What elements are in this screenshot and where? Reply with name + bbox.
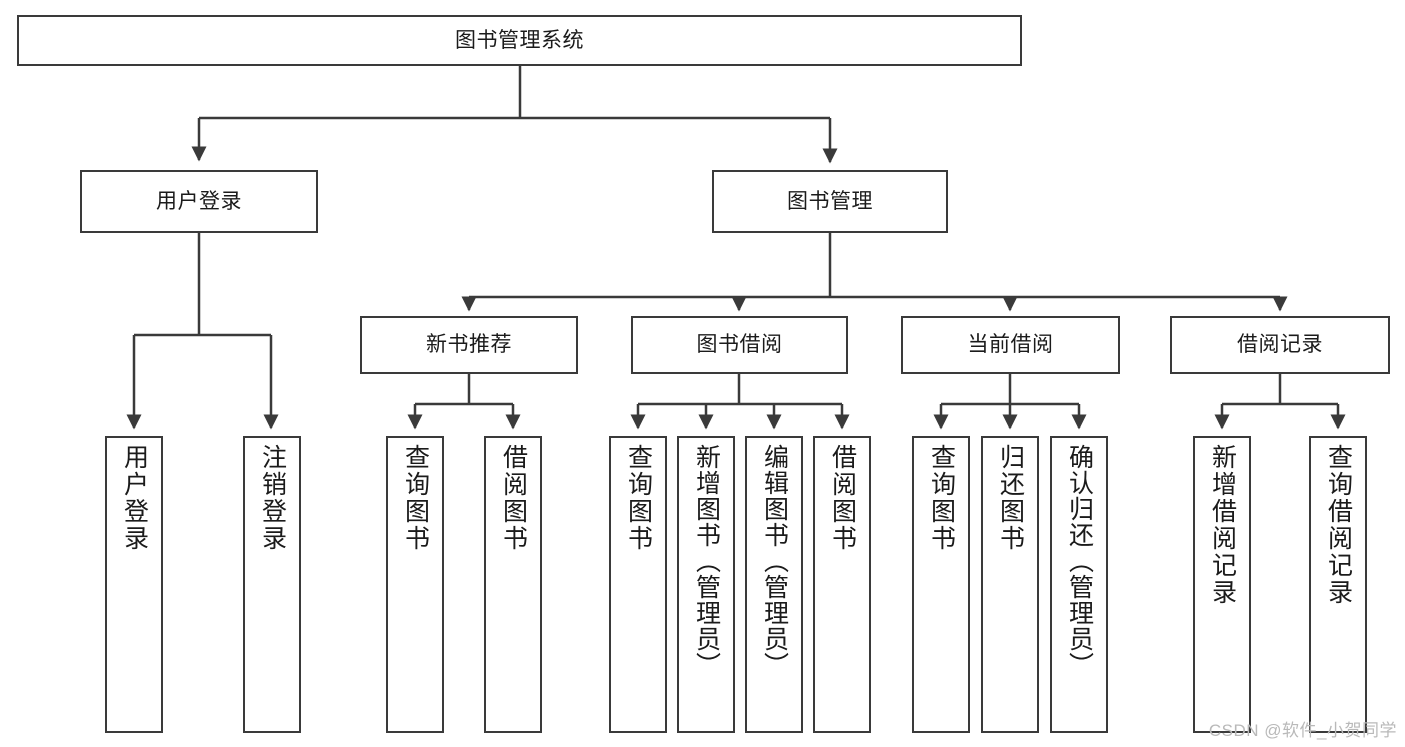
leaf-confirm-return-label: 确认归还（管理员） xyxy=(1065,444,1094,678)
leaf-borrow-book-1[interactable]: 借阅图书 xyxy=(484,436,542,733)
leaf-add-record[interactable]: 新增借阅记录 xyxy=(1193,436,1251,733)
leaf-confirm-return[interactable]: 确认归还（管理员） xyxy=(1050,436,1108,733)
leaf-edit-book-label: 编辑图书（管理员） xyxy=(760,444,789,678)
leaf-add-record-label: 新增借阅记录 xyxy=(1208,444,1237,606)
node-root-label: 图书管理系统 xyxy=(455,28,584,52)
leaf-query-record[interactable]: 查询借阅记录 xyxy=(1309,436,1367,733)
leaf-query-book-1-label: 查询图书 xyxy=(401,444,430,552)
leaf-add-book-label: 新增图书（管理员） xyxy=(692,444,721,678)
node-book-manage-label: 图书管理 xyxy=(787,189,873,213)
node-root[interactable]: 图书管理系统 xyxy=(17,15,1022,66)
leaf-logout-label: 注销登录 xyxy=(258,444,287,552)
node-new-book-rec[interactable]: 新书推荐 xyxy=(360,316,578,374)
node-user-login[interactable]: 用户登录 xyxy=(80,170,318,233)
node-current-borrow-label: 当前借阅 xyxy=(967,333,1054,357)
node-new-book-rec-label: 新书推荐 xyxy=(426,333,512,357)
leaf-query-record-label: 查询借阅记录 xyxy=(1324,444,1353,606)
leaf-return-book-label: 归还图书 xyxy=(996,444,1025,552)
csdn-watermark: CSDN @软件_小贺同学 xyxy=(1208,721,1397,740)
node-book-borrow-label: 图书借阅 xyxy=(696,333,783,357)
leaf-user-login-label: 用户登录 xyxy=(120,444,149,552)
leaf-query-book-3-label: 查询图书 xyxy=(927,444,956,552)
node-book-borrow[interactable]: 图书借阅 xyxy=(631,316,848,374)
leaf-borrow-book-2[interactable]: 借阅图书 xyxy=(813,436,871,733)
leaf-add-book[interactable]: 新增图书（管理员） xyxy=(677,436,735,733)
leaf-query-book-3[interactable]: 查询图书 xyxy=(912,436,970,733)
leaf-edit-book[interactable]: 编辑图书（管理员） xyxy=(745,436,803,733)
node-book-manage[interactable]: 图书管理 xyxy=(712,170,948,233)
leaf-query-book-1[interactable]: 查询图书 xyxy=(386,436,444,733)
leaf-borrow-book-2-label: 借阅图书 xyxy=(828,444,857,552)
leaf-return-book[interactable]: 归还图书 xyxy=(981,436,1039,733)
node-borrow-record-label: 借阅记录 xyxy=(1237,333,1323,357)
leaf-user-login[interactable]: 用户登录 xyxy=(105,436,163,733)
leaf-query-book-2[interactable]: 查询图书 xyxy=(609,436,667,733)
leaf-borrow-book-1-label: 借阅图书 xyxy=(499,444,528,552)
node-current-borrow[interactable]: 当前借阅 xyxy=(901,316,1120,374)
node-borrow-record[interactable]: 借阅记录 xyxy=(1170,316,1390,374)
leaf-logout[interactable]: 注销登录 xyxy=(243,436,301,733)
leaf-query-book-2-label: 查询图书 xyxy=(624,444,653,552)
node-user-login-label: 用户登录 xyxy=(156,189,242,213)
